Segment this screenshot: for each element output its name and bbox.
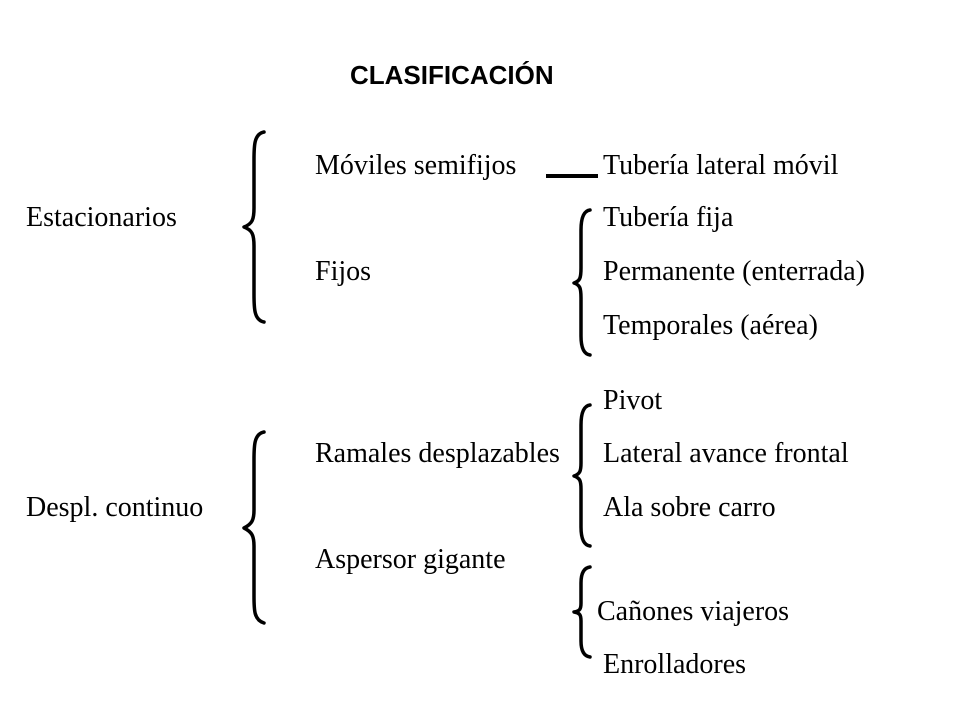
category-label-estacionarios: Estacionarios xyxy=(26,202,177,233)
item-canones-viajeros: Cañones viajeros xyxy=(597,596,790,627)
item-lateral-avance-frontal: Lateral avance frontal xyxy=(603,438,849,469)
subcategory-moviles-semifijos: Móviles semifijos xyxy=(315,150,517,181)
subcategory-fijos: Fijos xyxy=(315,256,372,287)
brace-despl-continuo xyxy=(242,430,266,625)
brace-aspersor xyxy=(572,565,592,659)
connector-line xyxy=(546,174,598,178)
item-tuberia-lateral-movil: Tubería lateral móvil xyxy=(603,150,839,181)
category-label-despl-continuo: Despl. continuo xyxy=(26,492,204,523)
item-permanente: Permanente (enterrada) xyxy=(603,256,865,287)
brace-estacionarios xyxy=(242,130,266,324)
item-tuberia-fija: Tubería fija xyxy=(603,202,734,233)
brace-fijos xyxy=(572,208,592,357)
page-title: CLASIFICACIÓN xyxy=(350,60,554,90)
item-enrolladores: Enrolladores xyxy=(603,649,747,680)
item-ala-sobre-carro: Ala sobre carro xyxy=(603,492,776,523)
subcategory-aspersor-gigante: Aspersor gigante xyxy=(315,544,506,575)
brace-ramales xyxy=(572,403,592,548)
subcategory-ramales-desplazables: Ramales desplazables xyxy=(315,438,560,469)
item-pivot: Pivot xyxy=(603,385,663,416)
item-temporales: Temporales (aérea) xyxy=(603,310,818,341)
